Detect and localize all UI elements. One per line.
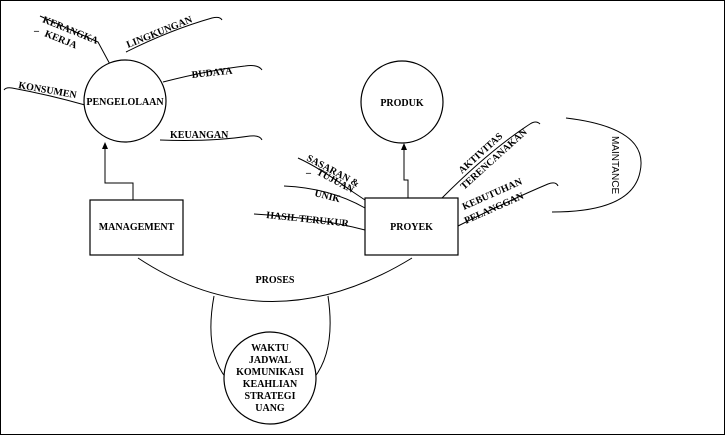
hasil-branch-line — [253, 213, 366, 231]
resource-item: WAKTU — [251, 343, 289, 354]
arrowhead-pengelolaan — [102, 142, 108, 149]
hasil-label: HASIL TERUKUR — [266, 210, 350, 230]
sasaran-dash: – — [305, 168, 312, 179]
lingkungan-label: LINGKUNGAN — [125, 14, 195, 51]
lingkungan-branch-line — [125, 16, 223, 53]
maintance-label: MAINTANCE — [609, 136, 620, 194]
produk-circle — [360, 60, 444, 144]
resources-connector — [210, 295, 331, 379]
keuangan-label: KEUANGAN — [170, 130, 229, 141]
maintance-loop — [551, 117, 642, 213]
resource-item: JADWAL — [249, 355, 292, 366]
unik-label: UNIK — [313, 188, 341, 205]
management-box — [89, 199, 184, 256]
konsumen-branch-line — [3, 87, 86, 106]
resources-circle — [223, 331, 317, 425]
management-label: MANAGEMENT — [99, 222, 175, 233]
proyek-label: PROYEK — [390, 222, 433, 233]
proyek-left-branches — [253, 157, 366, 231]
sasaran-branch-line — [297, 157, 366, 201]
proyek-box — [364, 197, 459, 256]
budaya-label: BUDAYA — [191, 66, 234, 81]
management-to-pengelolaan-arrow — [104, 146, 134, 200]
resource-item: STRATEGI — [245, 391, 296, 402]
kerangka-dash: – — [33, 26, 40, 37]
unik-branch-line — [283, 185, 366, 209]
arrowhead-produk — [401, 143, 407, 150]
budaya-branch-line — [162, 65, 263, 83]
aktivitas-branch-line — [441, 121, 541, 199]
kebutuhan-branch-line — [457, 182, 559, 227]
proyek-to-produk-arrow — [403, 147, 409, 200]
pengelolaan-label: PENGELOLAAN — [86, 97, 164, 108]
pengelolaan-branches — [3, 15, 263, 141]
proses-arc — [137, 257, 413, 302]
resource-item: UANG — [255, 403, 285, 414]
produk-label: PRODUK — [380, 98, 424, 109]
pengelolaan-circle — [83, 59, 167, 143]
resource-item: KOMUNIKASI — [236, 367, 304, 378]
keuangan-branch-line — [159, 135, 263, 141]
proses-label: PROSES — [256, 275, 295, 286]
konsumen-label: KONSUMEN — [17, 80, 78, 101]
kerangka-branch-line — [39, 15, 113, 69]
proyek-right-branches — [441, 121, 559, 227]
resource-item: KEAHLIAN — [243, 379, 298, 390]
